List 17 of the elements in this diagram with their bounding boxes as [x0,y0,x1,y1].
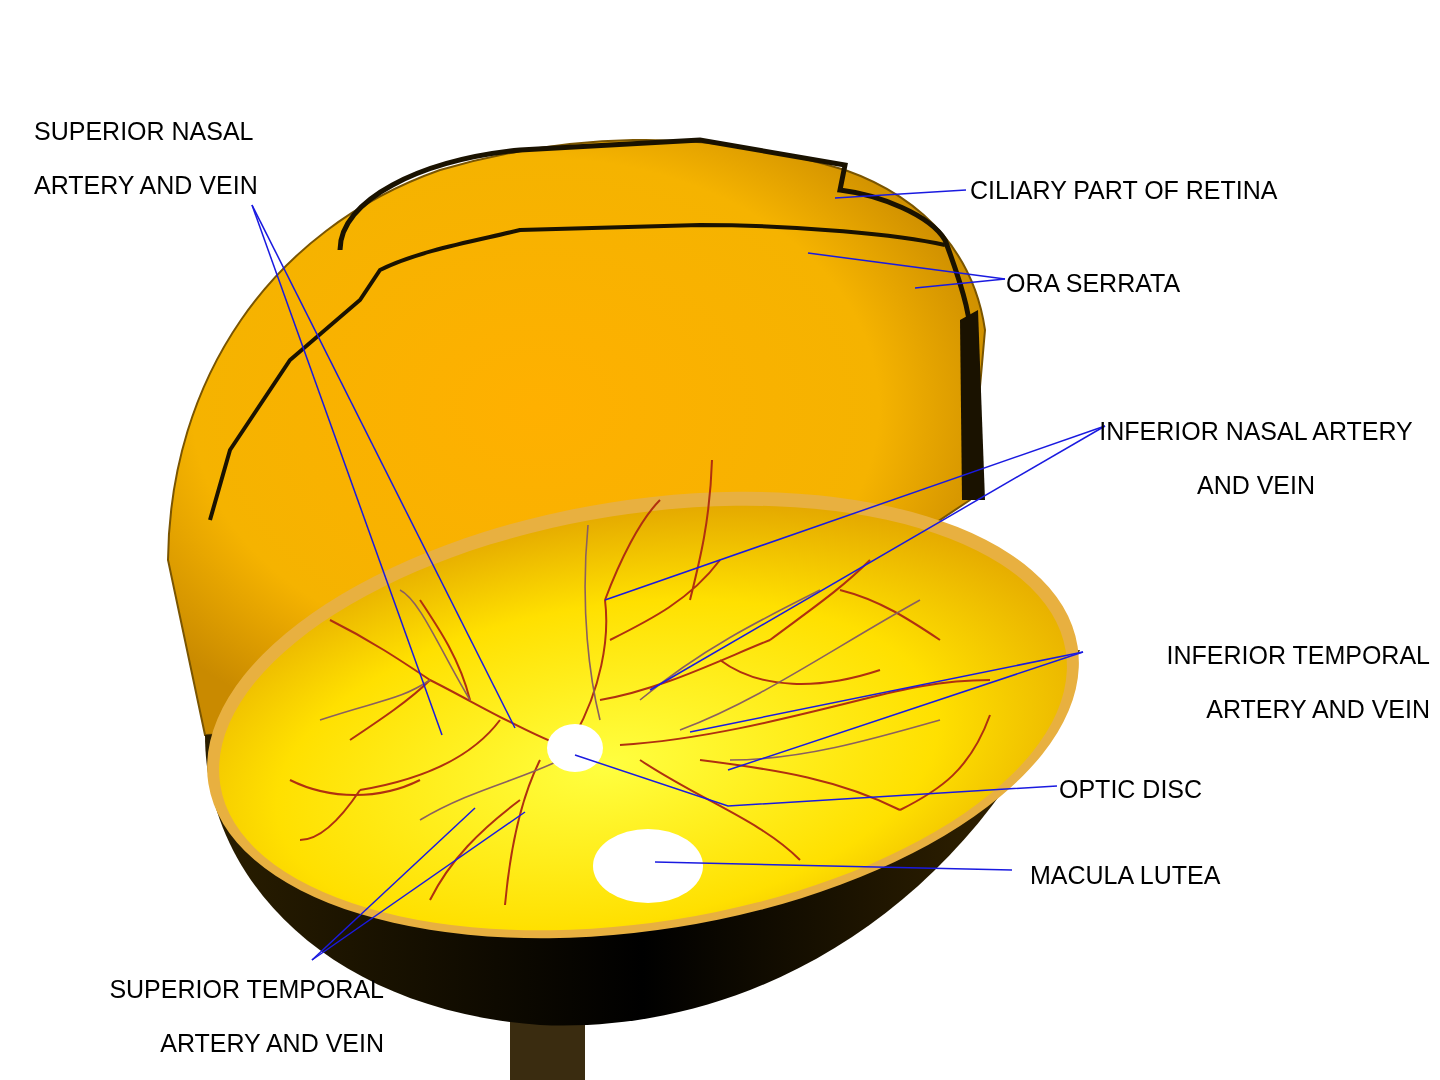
leader-line [834,189,967,199]
part-label: ORA SERRATA [1006,268,1182,299]
leader-line [311,811,526,961]
part-label: CILIARY PART OF RETINA [970,175,1279,206]
leader-line [574,754,1058,807]
leader-line [251,204,516,729]
part-label: SUPERIOR TEMPORAL ARTERY AND VEIN [108,974,384,1059]
leader-line [654,861,1013,871]
part-label: SUPERIOR NASAL ARTERY AND VEIN [34,116,259,201]
part-label: INFERIOR NASAL ARTERY AND VEIN [1098,416,1414,501]
part-label: OPTIC DISC [1059,774,1204,805]
leader-line [727,651,1084,771]
part-label: INFERIOR TEMPORAL ARTERY AND VEIN [1165,640,1430,725]
leader-line [649,425,1106,691]
leader-line [311,807,476,961]
leader-line [914,278,1006,289]
part-label: MACULA LUTEA [1030,860,1222,891]
